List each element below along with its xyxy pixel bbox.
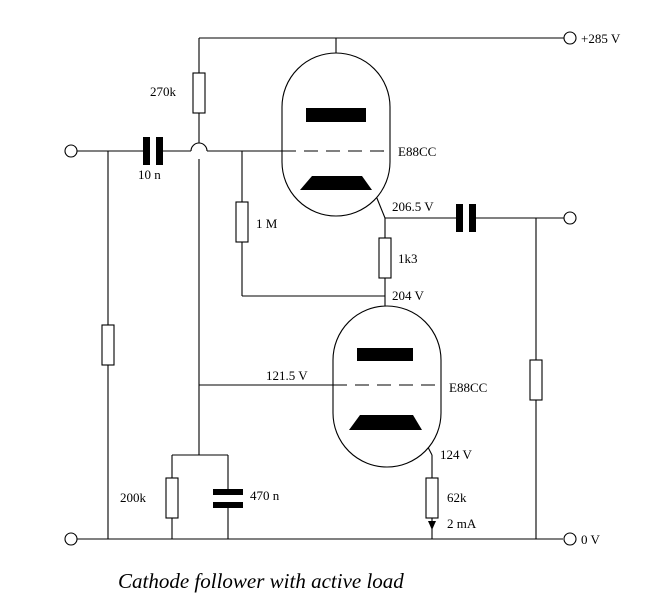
capacitor-output xyxy=(456,204,476,232)
upper-tube-label: E88CC xyxy=(398,144,436,159)
grid-leak-label: 1 M xyxy=(256,216,278,231)
bias-resistor-label: 200k xyxy=(120,490,147,505)
ground-terminal-left xyxy=(64,532,78,546)
cathode-resistor-upper-label: 1k3 xyxy=(398,251,418,266)
lower-triode xyxy=(332,305,442,468)
current-arrow-icon xyxy=(428,521,436,530)
lower-tube-label: E88CC xyxy=(449,380,487,395)
lower-plate xyxy=(357,348,413,361)
ground-terminal-right xyxy=(563,532,577,546)
resistor-input xyxy=(101,324,115,366)
output-terminal xyxy=(563,211,577,225)
lower-plate-voltage-label: 204 V xyxy=(392,288,425,303)
cathode-resistor-lower-label: 62k xyxy=(447,490,467,505)
upper-plate xyxy=(306,108,366,122)
resistor-270k xyxy=(192,72,206,114)
lower-grid-voltage-label: 121.5 V xyxy=(266,368,308,383)
supply-label: +285 V xyxy=(581,31,621,46)
upper-cathode xyxy=(300,176,372,190)
resistor-1k3 xyxy=(378,237,392,279)
lower-cathode xyxy=(349,415,422,430)
resistor-200k xyxy=(165,477,179,519)
lower-cathode-voltage-label: 124 V xyxy=(440,447,473,462)
resistor-output xyxy=(529,359,543,401)
resistor-62k xyxy=(425,477,439,519)
upper-triode xyxy=(281,52,391,217)
grid-stopper-label: 270k xyxy=(150,84,177,99)
capacitor-470n xyxy=(213,489,243,508)
input-capacitor-label: 10 n xyxy=(138,167,161,182)
caption: Cathode follower with active load xyxy=(118,569,404,593)
capacitor-10n xyxy=(143,137,163,165)
ground-label: 0 V xyxy=(581,532,601,547)
resistor-1m xyxy=(235,201,249,243)
upper-cathode-voltage-label: 206.5 V xyxy=(392,199,434,214)
input-terminal xyxy=(64,144,78,158)
wires xyxy=(77,37,564,540)
current-label: 2 mA xyxy=(447,516,477,531)
supply-terminal xyxy=(563,31,577,45)
bias-capacitor-label: 470 n xyxy=(250,488,280,503)
